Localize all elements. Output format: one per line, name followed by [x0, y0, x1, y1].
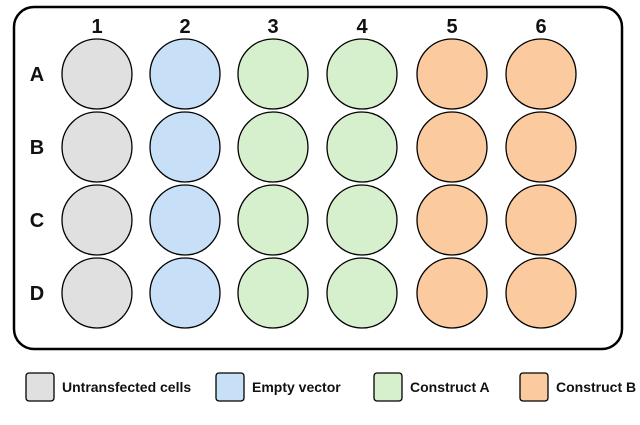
wells	[61, 38, 577, 329]
well-C6	[505, 184, 577, 256]
well-D4	[326, 257, 398, 329]
legend: Untransfected cells Empty vector Construct…	[25, 372, 636, 402]
well-B2	[149, 111, 221, 183]
row-label-C: C	[30, 210, 44, 232]
legend-item-construct-b: Construct B	[519, 372, 636, 402]
legend-swatch-untransfected	[25, 372, 55, 402]
well-B3	[237, 111, 309, 183]
column-label-1: 1	[91, 16, 102, 38]
well-A6	[505, 38, 577, 110]
well-D6	[505, 257, 577, 329]
well-A4	[326, 38, 398, 110]
row-label-B: B	[30, 137, 44, 159]
well-A2	[149, 38, 221, 110]
well-B1	[61, 111, 133, 183]
well-B5	[416, 111, 488, 183]
well-D1	[61, 257, 133, 329]
column-label-5: 5	[446, 16, 457, 38]
legend-item-construct-a: Construct A	[373, 372, 490, 402]
column-labels: 1 2 3 4 5 6	[91, 16, 546, 38]
legend-item-empty-vector: Empty vector	[215, 372, 341, 402]
well-B6	[505, 111, 577, 183]
well-B4	[326, 111, 398, 183]
row-label-A: A	[30, 64, 44, 86]
well-D3	[237, 257, 309, 329]
column-label-3: 3	[267, 16, 278, 38]
legend-swatch-construct-a	[373, 372, 403, 402]
well-D5	[416, 257, 488, 329]
legend-label-construct-b: Construct B	[556, 379, 636, 395]
legend-swatch-empty-vector	[215, 372, 245, 402]
well-D2	[149, 257, 221, 329]
well-C5	[416, 184, 488, 256]
column-label-6: 6	[535, 16, 546, 38]
legend-label-untransfected: Untransfected cells	[62, 379, 191, 395]
row-labels: A B C D	[30, 64, 44, 305]
well-C1	[61, 184, 133, 256]
legend-label-construct-a: Construct A	[410, 379, 490, 395]
well-C3	[237, 184, 309, 256]
well-C4	[326, 184, 398, 256]
legend-label-empty-vector: Empty vector	[252, 379, 341, 395]
column-label-4: 4	[356, 16, 368, 38]
well-A5	[416, 38, 488, 110]
well-A3	[237, 38, 309, 110]
well-C2	[149, 184, 221, 256]
column-label-2: 2	[179, 16, 190, 38]
well-A1	[61, 38, 133, 110]
legend-item-untransfected: Untransfected cells	[25, 372, 191, 402]
legend-swatch-construct-b	[519, 372, 549, 402]
row-label-D: D	[30, 283, 44, 305]
